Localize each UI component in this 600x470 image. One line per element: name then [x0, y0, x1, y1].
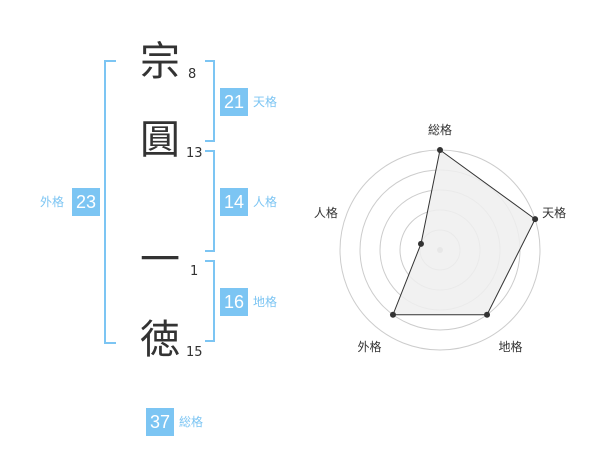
- radar-axis-label-5: 人格: [314, 205, 338, 220]
- radar-point-1: [437, 147, 443, 153]
- stroke-count-1: 8: [188, 67, 197, 82]
- name-char-4: 徳: [140, 317, 180, 363]
- gaikaku-label: 外格: [40, 195, 65, 209]
- stroke-count-4: 15: [186, 345, 203, 360]
- chikaku-score: 16: [220, 288, 248, 316]
- name-char-1: 宗: [140, 39, 180, 85]
- radar-series-area: [392, 149, 536, 316]
- stroke-count-3: 1: [190, 264, 199, 279]
- name-char-3: 一: [140, 237, 180, 283]
- radar-point-5: [417, 240, 424, 247]
- chikaku-label: 地格: [253, 295, 278, 309]
- tenkaku-bracket: [205, 60, 215, 142]
- gaikaku-score: 23: [72, 188, 100, 216]
- gaikaku-bracket: [104, 60, 116, 344]
- chikaku-bracket: [205, 260, 215, 342]
- jinkaku-score: 14: [220, 188, 248, 216]
- tenkaku-score: 21: [220, 88, 248, 116]
- jinkaku-label: 人格: [253, 195, 278, 209]
- name-char-2: 圓: [140, 117, 180, 163]
- jinkaku-bracket: [205, 150, 215, 252]
- radar-axis-label-1: 総格: [428, 122, 452, 137]
- soukaku-label: 総格: [179, 415, 204, 429]
- radar-point-4: [389, 311, 396, 318]
- radar-point-3: [484, 311, 491, 318]
- tenkaku-label: 天格: [253, 95, 278, 109]
- stroke-count-2: 13: [186, 146, 203, 161]
- radar-axis-label-3: 地格: [499, 339, 523, 354]
- radar-axis-label-2: 天格: [542, 205, 566, 220]
- soukaku-score: 37: [146, 408, 174, 436]
- radar-point-2: [532, 216, 539, 223]
- radar-axis-label-4: 外格: [357, 339, 381, 354]
